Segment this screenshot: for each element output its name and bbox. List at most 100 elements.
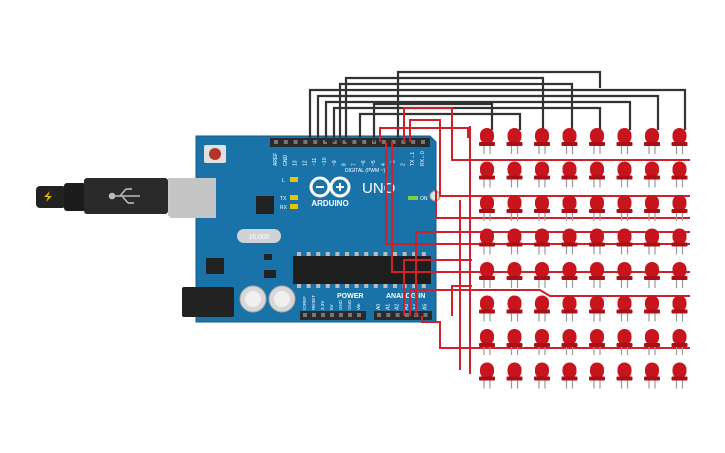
led[interactable] xyxy=(506,195,523,221)
led[interactable] xyxy=(644,195,660,221)
pin-label: A1 xyxy=(385,304,391,310)
column-wires[interactable] xyxy=(308,70,687,142)
header-pin[interactable] xyxy=(411,140,416,144)
header-pin[interactable] xyxy=(330,313,334,317)
led[interactable] xyxy=(589,329,605,355)
header-pin[interactable] xyxy=(303,140,308,144)
header-pin[interactable] xyxy=(423,313,428,317)
led[interactable] xyxy=(671,228,688,255)
led[interactable] xyxy=(616,262,633,288)
led[interactable] xyxy=(644,161,660,188)
led[interactable] xyxy=(534,161,550,188)
led[interactable] xyxy=(561,329,578,355)
led[interactable] xyxy=(561,295,578,322)
led-matrix[interactable] xyxy=(479,128,688,389)
led[interactable] xyxy=(616,329,633,355)
led[interactable] xyxy=(506,362,523,389)
header-pin[interactable] xyxy=(342,140,347,144)
led[interactable] xyxy=(616,195,633,221)
led[interactable] xyxy=(589,262,605,288)
led[interactable] xyxy=(506,295,523,322)
led[interactable] xyxy=(671,329,688,355)
led[interactable] xyxy=(616,161,633,188)
header-pin[interactable] xyxy=(293,140,298,144)
led-l-label: L xyxy=(282,178,285,184)
header-pin[interactable] xyxy=(421,140,425,144)
led[interactable] xyxy=(506,228,523,255)
led[interactable] xyxy=(506,329,523,355)
led[interactable] xyxy=(506,128,523,154)
led[interactable] xyxy=(644,262,660,288)
led[interactable] xyxy=(671,295,688,322)
header-pin[interactable] xyxy=(395,313,400,317)
header-pin[interactable] xyxy=(352,140,357,144)
led[interactable] xyxy=(534,362,550,389)
pin-label: IOREF xyxy=(302,296,307,310)
led[interactable] xyxy=(671,128,688,154)
led[interactable] xyxy=(534,329,550,355)
led[interactable] xyxy=(506,161,523,188)
led[interactable] xyxy=(644,228,660,255)
arduino-board[interactable]: 16.000 ARDUINO UNO L TX RX ON xyxy=(170,135,441,323)
led[interactable] xyxy=(671,362,688,389)
led[interactable] xyxy=(561,228,578,255)
header-pin[interactable] xyxy=(283,140,288,144)
led[interactable] xyxy=(644,295,660,322)
led[interactable] xyxy=(534,128,550,154)
led[interactable] xyxy=(479,228,495,255)
led[interactable] xyxy=(479,295,495,322)
header-pin[interactable] xyxy=(312,313,316,317)
led[interactable] xyxy=(534,262,550,288)
reset-button-icon[interactable] xyxy=(209,148,221,160)
led[interactable] xyxy=(671,161,688,188)
led[interactable] xyxy=(589,128,605,154)
led[interactable] xyxy=(644,362,660,389)
led[interactable] xyxy=(479,262,495,288)
led[interactable] xyxy=(644,128,660,154)
led[interactable] xyxy=(561,161,578,188)
header-pin[interactable] xyxy=(386,313,391,317)
usb-icon xyxy=(108,188,140,204)
header-pin[interactable] xyxy=(348,313,352,317)
led[interactable] xyxy=(561,362,578,389)
led[interactable] xyxy=(589,228,605,255)
header-pin[interactable] xyxy=(274,140,278,144)
led[interactable] xyxy=(534,295,550,322)
led[interactable] xyxy=(589,195,605,221)
led[interactable] xyxy=(561,262,578,288)
pin-label: ~9 xyxy=(332,160,338,166)
header-pin[interactable] xyxy=(303,313,307,317)
led[interactable] xyxy=(479,195,495,221)
led[interactable] xyxy=(479,161,495,188)
header-pin[interactable] xyxy=(362,140,367,144)
header-pin[interactable] xyxy=(339,313,343,317)
led[interactable] xyxy=(534,228,550,255)
header-pin[interactable] xyxy=(404,313,409,317)
header-pin[interactable] xyxy=(381,140,386,144)
led[interactable] xyxy=(616,362,633,389)
led[interactable] xyxy=(616,128,633,154)
header-pin[interactable] xyxy=(313,140,318,144)
header-pin[interactable] xyxy=(321,313,325,317)
led[interactable] xyxy=(479,329,495,355)
led[interactable] xyxy=(589,161,605,188)
led[interactable] xyxy=(671,195,688,221)
led[interactable] xyxy=(589,295,605,322)
pin-label: RESET xyxy=(311,295,316,310)
led[interactable] xyxy=(506,262,523,288)
led[interactable] xyxy=(616,295,633,322)
header-pin[interactable] xyxy=(357,313,361,317)
led[interactable] xyxy=(479,128,495,154)
led[interactable] xyxy=(479,362,495,389)
header-pin[interactable] xyxy=(377,313,381,317)
header-pin[interactable] xyxy=(391,140,396,144)
led[interactable] xyxy=(589,362,605,389)
led[interactable] xyxy=(644,329,660,355)
pin-label: ~3 xyxy=(391,160,397,166)
led[interactable] xyxy=(534,195,550,221)
led[interactable] xyxy=(616,228,633,255)
led[interactable] xyxy=(561,195,578,221)
led[interactable] xyxy=(671,262,688,288)
led[interactable] xyxy=(561,128,578,154)
